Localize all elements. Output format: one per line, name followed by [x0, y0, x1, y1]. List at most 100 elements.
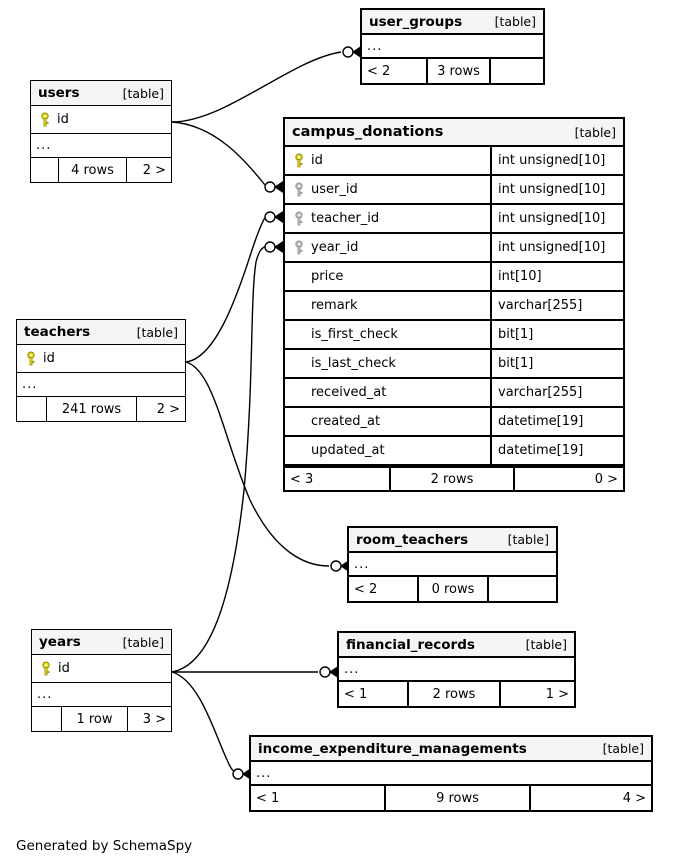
table-users[interactable]: users [table] id ... 4 rows 2 >: [30, 80, 172, 183]
footer-row-count: 3 rows: [428, 59, 491, 83]
column-type-text: datetime[19]: [490, 437, 623, 464]
column-row[interactable]: created_at datetime[19]: [285, 408, 623, 437]
edge-users-user_groups: [171, 51, 342, 123]
primary-key-icon: [23, 351, 39, 367]
edge-teachers-campus_donations: [185, 215, 267, 363]
foreign-key-icon: [291, 182, 307, 198]
table-income_expenditure_managements[interactable]: income_expenditure_managements [table] .…: [249, 735, 653, 812]
table-kind-label: [table]: [122, 85, 164, 101]
footer-children-count[interactable]: 2 >: [156, 401, 180, 417]
column-row[interactable]: id: [31, 106, 171, 134]
zero-marker-income_expenditure: [232, 768, 244, 780]
table-teachers[interactable]: teachers [table] id ... 241 rows 2 >: [16, 319, 186, 422]
column-row[interactable]: is_last_check bit[1]: [285, 350, 623, 379]
table-footer: < 1 2 rows 1 >: [339, 682, 574, 706]
table-room_teachers[interactable]: room_teachers [table] ... < 2 0 rows: [347, 526, 558, 603]
table-header: room_teachers [table]: [349, 528, 556, 553]
column-row[interactable]: teacher_id int unsigned[10]: [285, 205, 623, 234]
table-footer: < 2 0 rows: [349, 577, 556, 601]
table-kind-label: [table]: [507, 532, 549, 547]
table-header: users [table]: [31, 81, 171, 106]
table-years[interactable]: years [table] id ... 1 row 3 >: [31, 629, 172, 732]
zero-marker-financial_records: [319, 666, 331, 678]
footer-row-count: 2 rows: [391, 468, 515, 490]
column-row[interactable]: updated_at datetime[19]: [285, 437, 623, 466]
zero-marker-user_groups: [342, 46, 354, 58]
table-footer: < 1 9 rows 4 >: [251, 786, 651, 810]
primary-key-icon: [38, 661, 54, 677]
footer-children-count[interactable]: 1 >: [545, 686, 569, 702]
edge-years-campus_donations: [171, 245, 267, 673]
table-header: years [table]: [32, 630, 171, 655]
footer-row-count: 1 row: [62, 707, 128, 731]
footer-row-count: 9 rows: [386, 786, 531, 810]
footer-parents-count[interactable]: [31, 158, 59, 182]
footer-children-count[interactable]: 4 >: [622, 790, 646, 806]
primary-key-icon: [37, 112, 53, 128]
crowsfoot-year_id: [274, 241, 283, 253]
column-name-cell: price: [285, 263, 490, 290]
collapsed-columns-indicator: ...: [251, 762, 651, 786]
footer-row-count: 0 rows: [419, 577, 489, 601]
footer-parents-count[interactable]: < 2: [349, 577, 419, 601]
footer-parents-count[interactable]: < 3: [285, 468, 391, 490]
footer-children-count[interactable]: 2 >: [142, 162, 166, 178]
column-name-cell: user_id: [285, 176, 490, 203]
table-user_groups[interactable]: user_groups [table] ... < 2 3 rows: [360, 8, 545, 85]
column-type-text: int unsigned[10]: [490, 205, 623, 232]
collapsed-columns-indicator: ...: [31, 134, 171, 158]
column-type-text: int[10]: [490, 263, 623, 290]
collapsed-columns-indicator: ...: [32, 683, 171, 707]
footer-children-count[interactable]: [489, 577, 556, 601]
table-campus_donations[interactable]: campus_donations [table] id int unsigned…: [283, 117, 625, 492]
column-row[interactable]: user_id int unsigned[10]: [285, 176, 623, 205]
table-title: teachers: [24, 324, 91, 340]
column-row[interactable]: is_first_check bit[1]: [285, 321, 623, 350]
table-title: users: [38, 85, 80, 101]
footer-parents-count[interactable]: < 1: [251, 786, 386, 810]
footer-parents-count[interactable]: [17, 397, 47, 421]
column-row[interactable]: price int[10]: [285, 263, 623, 292]
column-name-text: id: [57, 112, 69, 127]
table-kind-label: [table]: [602, 741, 644, 756]
column-name-cell: remark: [285, 292, 490, 319]
column-row[interactable]: id: [32, 655, 171, 683]
column-name-cell: id: [285, 147, 490, 174]
column-row[interactable]: id: [17, 345, 185, 373]
column-type-text: varchar[255]: [490, 379, 623, 406]
table-header: financial_records [table]: [339, 633, 574, 658]
column-row[interactable]: remark varchar[255]: [285, 292, 623, 321]
table-header: user_groups [table]: [362, 10, 543, 35]
footer-children-count[interactable]: 3 >: [142, 711, 166, 727]
table-footer: 4 rows 2 >: [31, 158, 171, 182]
column-name-text: teacher_id: [311, 211, 380, 226]
table-title: user_groups: [369, 13, 463, 30]
column-name-text: remark: [311, 298, 358, 313]
zero-marker-teacher_id: [264, 211, 276, 223]
footer-children-count[interactable]: [491, 59, 543, 83]
table-kind-label: [table]: [494, 14, 536, 29]
column-row[interactable]: id int unsigned[10]: [285, 147, 623, 176]
table-financial_records[interactable]: financial_records [table] ... < 1 2 rows…: [337, 631, 576, 708]
crowsfoot-teacher_id: [274, 211, 283, 223]
footer-parents-count[interactable]: [32, 707, 62, 731]
column-name-text: id: [43, 351, 55, 366]
crowsfoot-user_id: [274, 181, 283, 193]
footer-parents-count[interactable]: < 2: [362, 59, 428, 83]
table-title: financial_records: [346, 636, 475, 653]
table-footer: 1 row 3 >: [32, 707, 171, 731]
collapsed-columns-indicator: ...: [17, 373, 185, 397]
column-name-cell: is_last_check: [285, 350, 490, 377]
column-name-text: id: [58, 661, 70, 676]
column-name-text: user_id: [311, 182, 358, 197]
footer-children-count[interactable]: 0 >: [594, 471, 618, 487]
zero-marker-user_id: [264, 181, 276, 193]
column-row[interactable]: received_at varchar[255]: [285, 379, 623, 408]
column-row[interactable]: year_id int unsigned[10]: [285, 234, 623, 263]
column-type-text: int unsigned[10]: [490, 234, 623, 261]
footer-parents-count[interactable]: < 1: [339, 682, 409, 706]
column-name-cell: updated_at: [285, 437, 490, 464]
column-name-text: is_first_check: [311, 327, 398, 342]
table-footer: < 2 3 rows: [362, 59, 543, 83]
